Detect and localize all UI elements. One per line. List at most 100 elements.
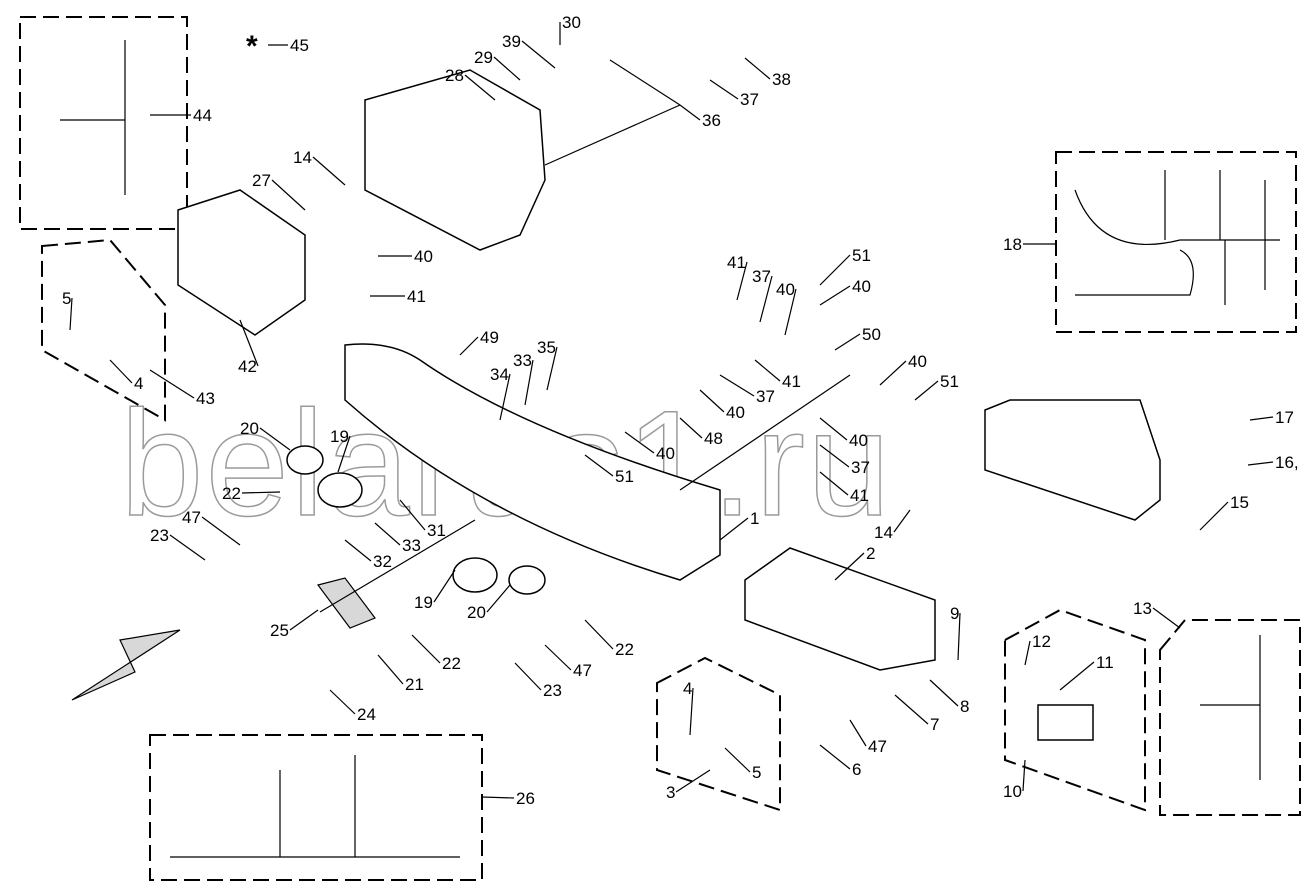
- callout-5: 5: [724, 747, 761, 782]
- callout-34: 34: [490, 365, 511, 421]
- callout-number: 4: [134, 374, 143, 393]
- callout-10: 10: [1003, 759, 1026, 801]
- callout-number: 33: [513, 351, 532, 370]
- callout-number: 47: [868, 737, 887, 756]
- leader-line: [1247, 461, 1274, 466]
- leader-line: [719, 374, 755, 397]
- callout-47: 47: [182, 508, 241, 546]
- leader-line: [724, 747, 751, 773]
- callout-14: 14: [874, 509, 911, 542]
- callout-number: 37: [851, 458, 870, 477]
- leader-line: [109, 359, 133, 384]
- callout-51: 51: [914, 372, 959, 401]
- callout-number: 22: [615, 640, 634, 659]
- callout-1: 1: [719, 509, 759, 541]
- callout-28: 28: [445, 66, 496, 101]
- callout-number: 49: [480, 328, 499, 347]
- callout-number: 40: [776, 280, 795, 299]
- callout-number: 6: [852, 760, 861, 779]
- callout-number: 5: [62, 289, 71, 308]
- leader-line: [544, 644, 572, 671]
- reflector-25: [316, 577, 376, 629]
- callout-4: 4: [683, 679, 694, 736]
- leader-line: [754, 359, 781, 382]
- leader-line: [149, 369, 195, 399]
- leader-line: [377, 654, 404, 685]
- callout-number: 45: [290, 36, 309, 55]
- callout-number: 5: [752, 763, 761, 782]
- callout-number: 40: [656, 444, 675, 463]
- callout-number: 44: [193, 106, 212, 125]
- leader-line: [834, 552, 865, 581]
- callout-number: 50: [862, 325, 881, 344]
- callout-number: 1: [750, 509, 759, 528]
- callout-number: 40: [852, 277, 871, 296]
- callout-number: 7: [930, 715, 939, 734]
- leader-line: [719, 517, 749, 541]
- callout-23: 23: [150, 526, 206, 561]
- leader-line: [486, 584, 511, 613]
- callout-45: 45: [268, 36, 309, 55]
- callout-number: 34: [490, 365, 509, 384]
- callout-23: 23: [514, 662, 562, 700]
- callout-number: 21: [405, 675, 424, 694]
- callout-43: 43: [149, 369, 215, 408]
- callout-number: 27: [252, 171, 271, 190]
- callout-number: 13: [1133, 599, 1152, 618]
- callout-number: 37: [740, 90, 759, 109]
- leader-line: [689, 687, 694, 736]
- callout-number: 16,: [1275, 453, 1299, 472]
- callout-number: 14: [874, 523, 893, 542]
- callout-27: 27: [252, 171, 306, 211]
- callout-8: 8: [929, 679, 969, 716]
- leader-line: [259, 427, 291, 451]
- callout-2: 2: [834, 544, 875, 581]
- leader-line: [1249, 416, 1274, 421]
- callout-number: 41: [782, 372, 801, 391]
- leader-line: [929, 679, 959, 707]
- callout-37: 37: [752, 267, 773, 323]
- callout-25: 25: [270, 609, 319, 640]
- callout-number: 48: [704, 429, 723, 448]
- leader-line: [1022, 759, 1026, 792]
- callout-51: 51: [819, 246, 871, 286]
- connector-block-10: [1037, 704, 1094, 741]
- direction-arrow: [71, 629, 181, 701]
- callout-11: 11: [1059, 653, 1114, 691]
- callout-32: 32: [344, 539, 392, 571]
- callout-number: 18: [1003, 235, 1022, 254]
- callout-number: 51: [615, 467, 634, 486]
- leader-line: [1152, 607, 1181, 629]
- leader-line: [819, 417, 848, 441]
- leader-line: [493, 56, 521, 81]
- leader-line: [312, 156, 346, 186]
- callout-31: 31: [399, 499, 446, 540]
- callout-number: 3: [666, 783, 675, 802]
- callout-47: 47: [544, 644, 592, 680]
- callout-number: 19: [414, 593, 433, 612]
- leader-line: [433, 569, 456, 603]
- leader-line: [834, 333, 861, 351]
- harness-box-44: [19, 16, 188, 230]
- leader-line: [514, 662, 542, 691]
- callout-18: 18: [1003, 235, 1056, 254]
- lamp-housing-2: [744, 547, 936, 671]
- callout-number: 2: [866, 544, 875, 563]
- leader-line: [849, 719, 867, 747]
- leader-line: [819, 444, 850, 468]
- callout-number: 37: [756, 387, 775, 406]
- leader-line: [819, 254, 851, 286]
- leader-line: [1024, 640, 1031, 666]
- leader-line: [271, 179, 306, 211]
- callout-50: 50: [834, 325, 881, 351]
- assembly-lines: [319, 59, 851, 613]
- callout-5: 5: [62, 289, 73, 331]
- leader-line: [819, 744, 851, 770]
- callout-number: 24: [357, 705, 376, 724]
- leader-line: [879, 360, 907, 386]
- callout-number: 35: [537, 338, 556, 357]
- callout-41: 41: [754, 359, 801, 391]
- callout-number: 38: [772, 70, 791, 89]
- callout-40: 40: [819, 277, 871, 306]
- callout-number: 51: [940, 372, 959, 391]
